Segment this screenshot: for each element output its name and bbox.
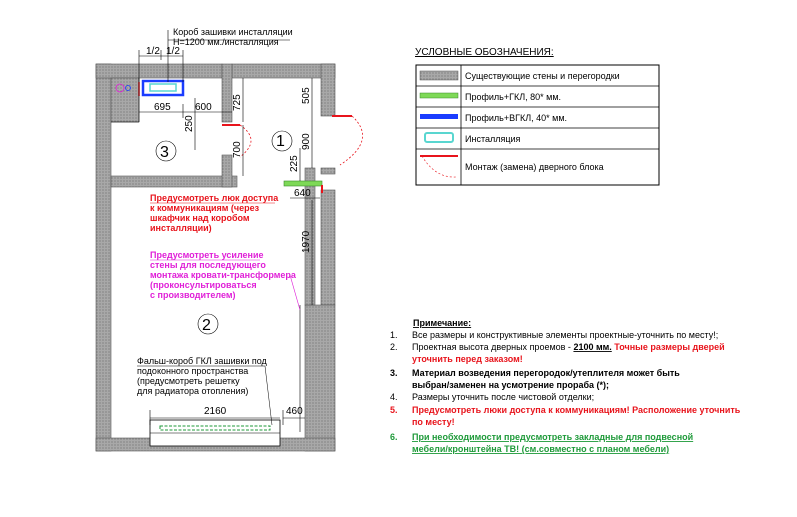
svg-text:шкафчик над коробом: шкафчик над коробом: [150, 213, 250, 223]
svg-text:Фальш-короб ГКЛ зашивки под: Фальш-короб ГКЛ зашивки под: [137, 356, 268, 366]
svg-text:Материал возведения перегородо: Материал возведения перегородок/утеплите…: [412, 368, 680, 378]
svg-text:(предусмотреть решетку: (предусмотреть решетку: [137, 376, 240, 386]
dim-2160: 2160: [204, 406, 227, 417]
dim-600: 600: [195, 102, 212, 113]
svg-text:При необходимости предусмотрет: При необходимости предусмотреть закладны…: [412, 432, 693, 442]
svg-text:инсталляции): инсталляции): [150, 223, 212, 233]
dim-1970: 1970: [301, 230, 312, 253]
svg-text:1.: 1.: [390, 330, 398, 340]
false-box-note: Фальш-короб ГКЛ зашивки под подоконного …: [137, 356, 273, 426]
svg-text:3.: 3.: [390, 368, 398, 378]
svg-text:Монтаж (замена) дверного блока: Монтаж (замена) дверного блока: [465, 162, 604, 172]
legend-title: УСЛОВНЫЕ ОБОЗНАЧЕНИЯ:: [415, 47, 554, 58]
dim-900: 900: [301, 133, 312, 150]
dim-half-2: 1/2: [166, 46, 180, 57]
svg-text:по месту!: по месту!: [412, 417, 455, 427]
hatch-note: Предусмотреть люк доступа к коммуникация…: [150, 193, 279, 233]
svg-text:Профиль+ГКЛ, 80* мм.: Профиль+ГКЛ, 80* мм.: [465, 92, 561, 102]
svg-text:уточнить перед заказом!: уточнить перед заказом!: [412, 354, 523, 364]
svg-text:Существующие стены и перегород: Существующие стены и перегородки: [465, 71, 620, 81]
svg-text:Инсталляция: Инсталляция: [465, 134, 521, 144]
svg-text:Профиль+ВГКЛ, 40* мм.: Профиль+ВГКЛ, 40* мм.: [465, 113, 567, 123]
svg-text:мебели/кронштейна ТВ! (см.совм: мебели/кронштейна ТВ! (см.совместно с пл…: [412, 444, 669, 454]
notes-title: Примечание:: [413, 318, 471, 328]
dim-225: 225: [289, 155, 300, 172]
dim-250: 250: [184, 115, 195, 132]
svg-text:Проектная высота дверных проем: Проектная высота дверных проемов - 2100 …: [412, 342, 725, 352]
legend-vgkl-swatch: [420, 114, 458, 119]
box-note-line-1: Короб зашивки инсталляции: [173, 27, 293, 37]
dimension-lines: [138, 30, 320, 425]
svg-text:для радиатора отопления): для радиатора отопления): [137, 386, 248, 396]
dim-640: 640: [294, 188, 311, 199]
dim-695: 695: [154, 102, 171, 113]
svg-text:подоконного пространства: подоконного пространства: [137, 366, 248, 376]
legend-table: Существующие стены и перегородки Профиль…: [415, 64, 660, 186]
svg-text:стены для последующего: стены для последующего: [150, 260, 266, 270]
svg-text:5.: 5.: [390, 405, 398, 415]
svg-text:4.: 4.: [390, 392, 398, 402]
room-2-label: 2: [202, 317, 211, 334]
notes: Примечание: 1. Все размеры и конструктив…: [390, 318, 741, 454]
room-1-label: 1: [276, 133, 285, 150]
svg-text:Все размеры и конструктивные э: Все размеры и конструктивные элементы пр…: [412, 330, 718, 340]
svg-text:6.: 6.: [390, 432, 398, 442]
svg-text:Предусмотреть люк доступа: Предусмотреть люк доступа: [150, 193, 279, 203]
reinforce-note: Предусмотреть усиление стены для последу…: [150, 250, 301, 311]
window: [149, 419, 281, 447]
box-note-line-2: Н=1200 мм./инсталляция: [173, 37, 279, 47]
room-3-label: 3: [160, 144, 169, 161]
svg-text:монтажа кровати-трансформера: монтажа кровати-трансформера: [150, 270, 297, 280]
svg-text:Размеры уточнить после чистово: Размеры уточнить после чистовой отделки;: [412, 392, 594, 402]
dim-half-1: 1/2: [146, 46, 160, 57]
svg-text:(проконсультироваться: (проконсультироваться: [150, 280, 257, 290]
gkl-profile: [283, 180, 323, 187]
dim-505: 505: [301, 87, 312, 104]
svg-text:Предусмотреть люки доступа к к: Предусмотреть люки доступа к коммуникаци…: [412, 405, 741, 415]
legend-wall-swatch: [419, 70, 459, 81]
dim-700: 700: [232, 141, 243, 158]
dim-725: 725: [232, 94, 243, 111]
legend-install-swatch: [424, 132, 454, 143]
dim-460: 460: [286, 406, 303, 417]
svg-text:Предусмотреть усиление: Предусмотреть усиление: [150, 250, 264, 260]
svg-text:2.: 2.: [390, 342, 398, 352]
svg-text:выбран/заменен на усмотрение п: выбран/заменен на усмотрение прораба (*)…: [412, 380, 609, 390]
svg-text:с производителем): с производителем): [150, 290, 236, 300]
legend-gkl-swatch: [419, 92, 459, 99]
svg-text:к коммуникациям (через: к коммуникациям (через: [150, 203, 260, 213]
thin-lines: [111, 78, 301, 432]
